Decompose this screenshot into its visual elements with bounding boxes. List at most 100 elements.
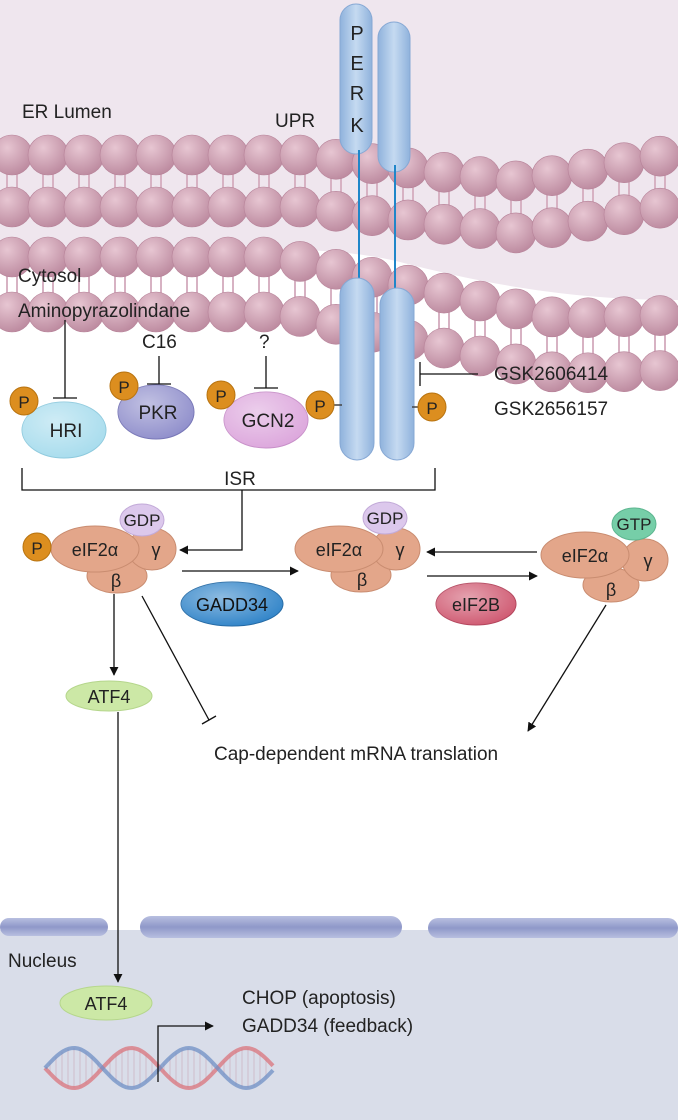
kinase-inhibitors bbox=[53, 320, 478, 399]
eif2-gdp-complex: GDP eIF2α γ β bbox=[294, 501, 421, 593]
lipid-head bbox=[423, 151, 465, 193]
lipid-head bbox=[423, 203, 465, 245]
gadd34-phosphatase: GADD34 bbox=[180, 581, 284, 627]
dna-strand bbox=[43, 1045, 275, 1091]
isr-bracket bbox=[21, 468, 436, 491]
eif2b-gef: eIF2B bbox=[435, 582, 517, 626]
gdp-bubble bbox=[119, 503, 165, 537]
svg-text:β: β bbox=[357, 570, 367, 590]
translation-inhibition-line bbox=[141, 595, 217, 725]
eif2-alpha-subunit bbox=[540, 531, 630, 579]
nucleus-background bbox=[0, 930, 678, 1120]
gcn2-kinase: GCN2 bbox=[223, 391, 309, 449]
lipid-leaflet bbox=[0, 134, 678, 211]
gtp-bubble bbox=[611, 507, 657, 541]
lipid-head bbox=[207, 291, 249, 333]
transcription-arrow bbox=[157, 1021, 214, 1082]
chop-target-label: CHOP (apoptosis) bbox=[242, 988, 396, 1009]
gadd34-label: GADD34 bbox=[196, 595, 268, 615]
lipid-head bbox=[243, 291, 285, 333]
svg-text:GDP: GDP bbox=[367, 509, 404, 528]
phospho-group: P bbox=[417, 392, 447, 422]
c16-label: C16 bbox=[142, 332, 177, 353]
lipid-head bbox=[207, 186, 249, 228]
lipid-head bbox=[99, 186, 141, 228]
lipid-leaflet bbox=[0, 177, 678, 254]
phospho-group: P bbox=[305, 390, 335, 420]
lipid-head bbox=[459, 208, 501, 249]
svg-text:P: P bbox=[118, 378, 129, 397]
svg-text:γ: γ bbox=[152, 540, 161, 560]
lipid-head bbox=[567, 200, 609, 242]
lipid-head bbox=[603, 351, 645, 392]
lipid-head bbox=[135, 236, 177, 278]
perk-monomer-right bbox=[377, 21, 411, 173]
svg-text:eIF2α: eIF2α bbox=[72, 540, 118, 560]
svg-text:β: β bbox=[111, 571, 121, 591]
nuclear-envelope bbox=[0, 916, 678, 938]
nuclear-envelope-segment bbox=[140, 916, 402, 938]
perk-kinase-domain-right bbox=[379, 287, 415, 461]
lipid-head bbox=[207, 236, 249, 278]
lipid-head bbox=[567, 297, 609, 339]
lipid-head bbox=[171, 134, 213, 176]
hri-label: HRI bbox=[50, 421, 83, 442]
nucleus-label: Nucleus bbox=[8, 951, 77, 972]
phospho-group: P bbox=[109, 371, 139, 401]
upr-label: UPR bbox=[275, 111, 315, 132]
svg-text:β: β bbox=[606, 580, 616, 600]
svg-text:GTP: GTP bbox=[617, 515, 652, 534]
lipid-head bbox=[243, 236, 285, 278]
svg-text:P: P bbox=[215, 387, 226, 406]
lipid-head bbox=[603, 142, 645, 183]
cytosol-label: Cytosol bbox=[18, 266, 81, 287]
lipid-head bbox=[27, 134, 69, 176]
perk-letter-k: K bbox=[350, 115, 364, 137]
lipid-head bbox=[171, 186, 213, 228]
lipid-head bbox=[243, 186, 285, 228]
pkr-kinase: PKR bbox=[117, 384, 195, 440]
svg-text:eIF2α: eIF2α bbox=[562, 546, 608, 566]
eif2b-label: eIF2B bbox=[452, 595, 500, 615]
svg-text:P: P bbox=[314, 397, 325, 416]
gtp-to-translation-arrow bbox=[527, 604, 607, 732]
eif2-alpha-subunit bbox=[294, 525, 384, 573]
atf4-cytosol: ATF4 bbox=[65, 680, 153, 712]
perk-kinase-domain-left bbox=[339, 277, 375, 461]
lipid-head bbox=[63, 186, 105, 228]
atf4-cytosol-label: ATF4 bbox=[88, 687, 131, 707]
lipid-head bbox=[603, 296, 645, 337]
question-mark-label: ? bbox=[259, 332, 270, 353]
lipid-head bbox=[495, 160, 537, 202]
dna-double-helix bbox=[43, 1045, 275, 1091]
lipid-head bbox=[567, 148, 609, 190]
gsk2606414-label: GSK2606414 bbox=[494, 364, 609, 385]
svg-text:P: P bbox=[18, 393, 29, 412]
isr-label: ISR bbox=[224, 469, 256, 490]
phospho-group: P bbox=[206, 380, 236, 410]
lipid-head bbox=[315, 191, 357, 232]
lipid-head bbox=[423, 327, 465, 369]
perk-letter-e: E bbox=[350, 53, 363, 75]
gadd34-target-label: GADD34 (feedback) bbox=[242, 1016, 413, 1037]
lipid-head bbox=[531, 155, 573, 196]
svg-text:eIF2α: eIF2α bbox=[316, 540, 362, 560]
perk-letter-p: P bbox=[350, 23, 363, 45]
lipid-head bbox=[495, 288, 537, 330]
lipid-head bbox=[639, 135, 678, 177]
lipid-head bbox=[207, 134, 249, 176]
lipid-head bbox=[99, 134, 141, 176]
eif2-gtp-complex: GTP eIF2α γ β bbox=[540, 507, 669, 603]
pkr-label: PKR bbox=[138, 403, 177, 424]
lipid-head bbox=[639, 295, 678, 336]
gcn2-label: GCN2 bbox=[242, 411, 295, 432]
aminopyrazolindane-label: Aminopyrazolindane bbox=[18, 301, 190, 322]
lipid-head bbox=[459, 156, 501, 197]
svg-text:P: P bbox=[31, 539, 42, 558]
nuclear-envelope-segment bbox=[428, 918, 678, 938]
atf4-nuclear: ATF4 bbox=[59, 985, 153, 1021]
er-lumen-label: ER Lumen bbox=[22, 102, 112, 123]
atf4-nuclear-label: ATF4 bbox=[85, 994, 128, 1014]
lipid-head bbox=[495, 212, 537, 254]
